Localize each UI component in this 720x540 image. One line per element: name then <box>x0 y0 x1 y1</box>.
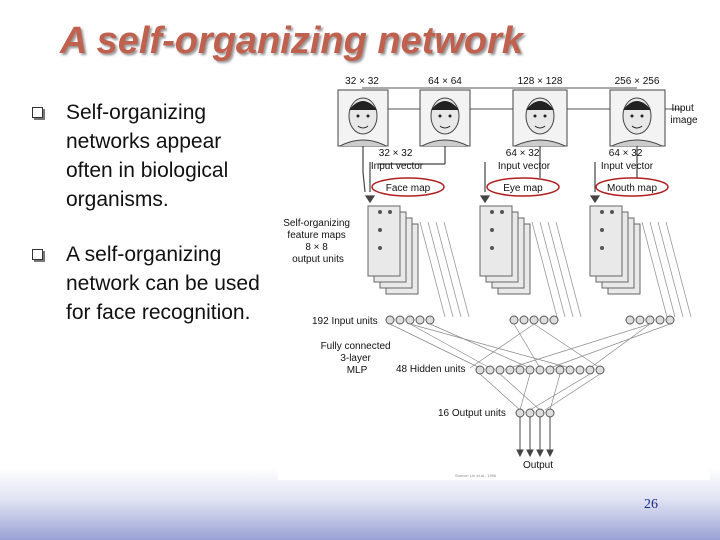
image-size-label: 64 × 64 <box>428 76 462 87</box>
source-note: Source: Lin et al., 1996 <box>455 473 497 478</box>
input-image-label-text: Input <box>671 103 693 114</box>
face-image-32 <box>337 89 389 147</box>
input-vector-label: 32 × 32 Input vector <box>371 148 424 172</box>
mouth-map-label: Mouth map <box>607 183 657 194</box>
input-vector-size: 32 × 32 <box>379 148 413 159</box>
mouth-feature-maps <box>589 205 641 295</box>
eye-feature-maps <box>479 205 531 295</box>
som-label-line: 8 × 8 <box>305 242 328 253</box>
slide-title: A self-organizing network <box>60 20 524 62</box>
input-vector-caption: Input vector <box>498 161 551 172</box>
input-vector-caption: Input vector <box>601 161 654 172</box>
mouth-map-highlight <box>595 177 669 197</box>
bullet-item: A self-organizing network can be used fo… <box>30 240 270 327</box>
face-image-256 <box>609 89 666 147</box>
bullet-list: Self-organizing networks appear often in… <box>30 98 270 353</box>
input-vector-caption: Input vector <box>371 161 424 172</box>
face-image-128 <box>512 89 568 147</box>
bullet-text: A self-organizing network can be used fo… <box>66 243 260 324</box>
mlp-label: Fully connected 3-layer MLP <box>321 341 394 376</box>
output-units-label: 16 Output units <box>438 408 506 419</box>
face-recognition-network-diagram: 32 × 32 64 × 64 128 × 128 256 × 256 <box>270 72 710 482</box>
face-map-highlight <box>371 177 445 197</box>
face-feature-maps <box>367 205 419 295</box>
image-size-label: 256 × 256 <box>615 76 660 87</box>
checkbox-bullet-icon <box>32 107 43 118</box>
input-image-label-text: image <box>670 115 698 126</box>
eye-map-label: Eye map <box>503 183 543 194</box>
bullet-item: Self-organizing networks appear often in… <box>30 98 270 214</box>
eye-map-highlight <box>486 177 560 197</box>
input-units-layer <box>385 315 675 325</box>
image-size-label: 128 × 128 <box>518 76 563 87</box>
som-label: Self-organizing feature maps 8 × 8 outpu… <box>283 218 353 265</box>
face-map-label: Face map <box>386 183 431 194</box>
mlp-label-line: 3-layer <box>340 353 371 364</box>
mlp-label-line: MLP <box>347 365 368 376</box>
output-label: Output <box>523 460 553 471</box>
input-units-label: 192 Input units <box>312 316 378 327</box>
input-vector-label: 64 × 32 Input vector <box>601 148 654 172</box>
page-number: 26 <box>644 497 658 512</box>
mlp-label-line: Fully connected <box>321 341 391 352</box>
som-label-line: Self-organizing <box>283 218 350 229</box>
som-label-line: feature maps <box>287 230 345 241</box>
input-image-label: Input image <box>670 103 698 126</box>
input-vector-label: 64 × 32 Input vector <box>498 148 551 172</box>
input-vector-size: 64 × 32 <box>609 148 643 159</box>
face-image-64 <box>419 89 471 147</box>
hidden-units-label: 48 Hidden units <box>396 364 466 375</box>
image-size-label: 32 × 32 <box>345 76 379 87</box>
som-label-line: output units <box>292 254 344 265</box>
bullet-text: Self-organizing networks appear often in… <box>66 101 229 211</box>
checkbox-bullet-icon <box>32 249 43 260</box>
input-vector-size: 64 × 32 <box>506 148 540 159</box>
